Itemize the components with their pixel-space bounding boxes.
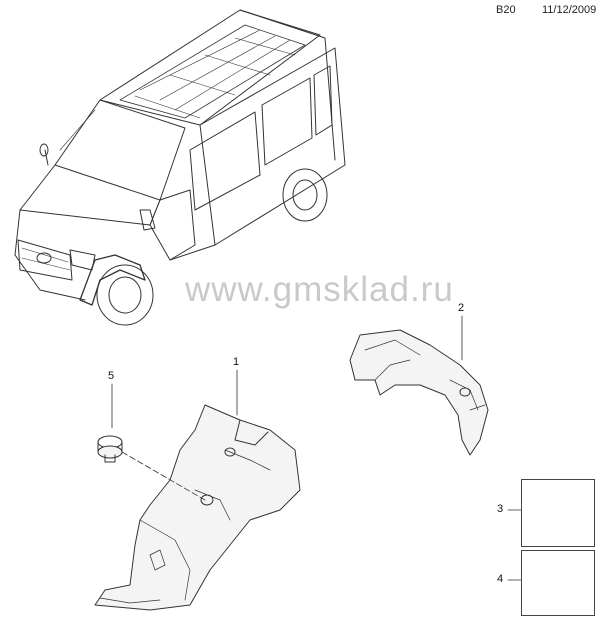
callout-5: 5: [108, 370, 115, 382]
callout-4: 4: [497, 573, 504, 585]
wheel-arch-liner-rear: [349, 329, 489, 456]
wheel-arch-liner-front: [94, 404, 301, 611]
diagram-date: 11/12/2009: [542, 4, 597, 16]
watermark: www.gmsklad.ru: [185, 270, 454, 309]
callout-1: 1: [233, 356, 240, 368]
plug-icon: [97, 435, 123, 463]
part-3-box: [521, 479, 595, 547]
van-illustration: [14, 9, 346, 326]
callout-2: 2: [458, 302, 465, 314]
part-4-box: [521, 550, 595, 616]
callout-3: 3: [497, 503, 504, 515]
diagram-code: B20: [496, 4, 516, 16]
